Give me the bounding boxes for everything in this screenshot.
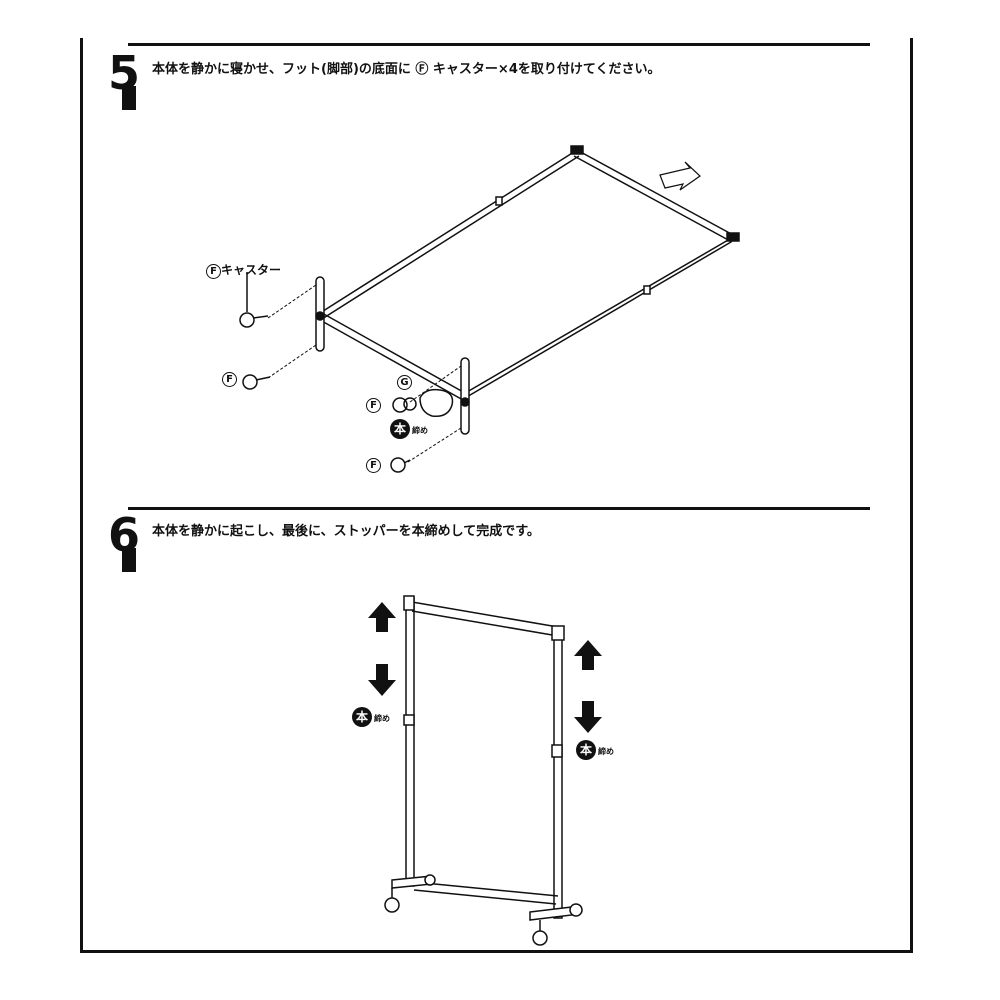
part-f-label: F [366,397,381,413]
part-f-label: F [366,457,381,473]
shime-text: 締め [598,747,614,756]
part-f-label: F [222,371,237,387]
hon-icon: 本 [576,740,596,760]
step6-number: 6 [107,508,140,562]
step6-rule [128,507,870,510]
step5-number: 5 [107,46,140,100]
caster-icon [392,397,417,413]
part-f-marker: F [366,458,381,473]
step6-instruction: 本体を静かに起こし、最後に、ストッパーを本締めして完成です。 [152,524,540,539]
step5-frame-illustration [239,145,740,473]
step6-number-bar [122,548,136,572]
hand-icon [419,388,454,418]
tighten-badge: 本締め [390,419,428,439]
direction-arrow-icon [659,161,701,191]
hon-icon: 本 [352,707,372,727]
step5-instruction: 本体を静かに寝かせ、フット(脚部)の底面に Ⓕ キャスター×4を取り付けてくださ… [152,62,661,77]
caster-icon [242,374,271,390]
step5-number-bar [122,86,136,110]
caster-icon [390,457,411,473]
caster-icon [239,312,269,328]
part-g-marker: G [397,375,412,390]
arrow-up-icon [574,640,602,670]
step5-rule [128,43,870,46]
part-g-label: G [397,374,412,390]
tighten-badge-right: 本締め [576,740,614,760]
tighten-badge-left: 本締め [352,707,390,727]
page-border-bottom [80,950,913,953]
page-border-left [80,38,83,952]
step6-rack-illustration [384,595,583,946]
part-f-marker: F [206,264,221,279]
caster-text: キャスター [221,263,282,277]
step6-arrows [368,602,602,733]
shime-text: 締め [412,426,428,435]
hon-icon: 本 [390,419,410,439]
page-border-right [910,38,913,952]
part-f-marker: F [222,372,237,387]
part-f-marker: F [366,398,381,413]
arrow-up-icon [368,602,396,632]
arrow-down-icon [574,701,602,733]
shime-text: 締め [374,714,390,723]
arrow-down-icon [368,664,396,696]
